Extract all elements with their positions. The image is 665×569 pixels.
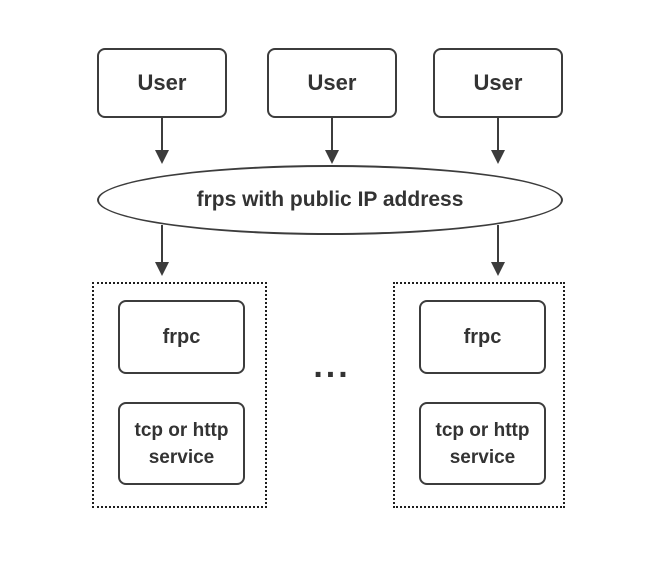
- arrow-head-icon: [155, 150, 169, 164]
- service-label: tcp or http service: [435, 419, 530, 468]
- frps-ellipse: frps with public IP address: [97, 165, 563, 235]
- user-box: User: [267, 48, 397, 118]
- arrow-shaft: [161, 118, 163, 150]
- arrow-shaft: [497, 225, 499, 262]
- service-box: tcp or http service: [118, 402, 245, 485]
- arrow-shaft: [497, 118, 499, 150]
- user-label: User: [137, 70, 187, 95]
- arrow-head-icon: [325, 150, 339, 164]
- frpc-box: frpc: [118, 300, 245, 374]
- frps-label: frps with public IP address: [196, 188, 464, 211]
- frpc-label: frpc: [463, 325, 502, 348]
- ellipsis-separator: ...: [313, 347, 351, 385]
- arrow-head-icon: [491, 262, 505, 276]
- service-label: tcp or http service: [134, 419, 229, 468]
- client-group: frpc tcp or http service: [393, 282, 565, 508]
- arrow-head-icon: [155, 262, 169, 276]
- user-label: User: [307, 70, 357, 95]
- user-label: User: [473, 70, 523, 95]
- user-box: User: [97, 48, 227, 118]
- arrow-head-icon: [491, 150, 505, 164]
- user-box: User: [433, 48, 563, 118]
- frpc-label: frpc: [162, 325, 201, 348]
- frpc-box: frpc: [419, 300, 546, 374]
- arrow-shaft: [331, 118, 333, 150]
- service-box: tcp or http service: [419, 402, 546, 485]
- client-group: frpc tcp or http service: [92, 282, 267, 508]
- arrow-shaft: [161, 225, 163, 262]
